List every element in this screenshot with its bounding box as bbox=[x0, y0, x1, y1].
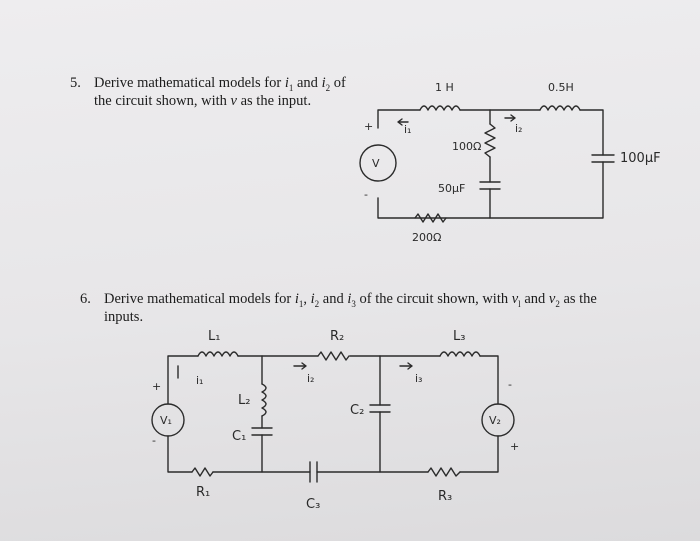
problem-5-number: 5. bbox=[70, 75, 81, 91]
p5-source-plus: + bbox=[364, 120, 373, 133]
p6-label-l1: L₁ bbox=[208, 329, 220, 344]
p6-label-c1: C₁ bbox=[232, 429, 246, 444]
p6-resistor-r3 bbox=[427, 467, 461, 477]
p5-resistor-100 bbox=[484, 123, 496, 158]
p5-label-l2: 0.5H bbox=[548, 81, 574, 94]
p6-label-v2: V₂ bbox=[489, 414, 501, 427]
p5-wire-left-top bbox=[377, 109, 421, 129]
p6-arrow-i2 bbox=[293, 362, 307, 370]
p6-label-l2: L₂ bbox=[238, 393, 250, 408]
p6-capacitor-c2 bbox=[369, 404, 391, 413]
p6-inductor-l3 bbox=[439, 351, 481, 357]
p6-wire-top-right bbox=[479, 355, 499, 405]
p5-label-i2: i₂ bbox=[515, 122, 522, 135]
p6-label-v1: V₁ bbox=[160, 414, 172, 427]
p5-source-label: V bbox=[372, 157, 380, 170]
p5-source-minus: - bbox=[364, 188, 368, 201]
p6-v2-minus: - bbox=[508, 378, 512, 391]
p6-resistor-r2 bbox=[317, 351, 350, 361]
p6-label-r2: R₂ bbox=[330, 329, 344, 344]
p6-resistor-r1 bbox=[191, 467, 214, 477]
problem-6-number: 6. bbox=[80, 291, 91, 307]
p5-inductor-1h bbox=[419, 105, 461, 111]
p5-wire-top-right bbox=[579, 109, 604, 156]
p6-label-r3: R₃ bbox=[438, 489, 452, 504]
p6-v2-plus: + bbox=[510, 440, 519, 453]
p6-label-c2: C₂ bbox=[350, 403, 364, 418]
p6-label-i3: i₃ bbox=[415, 372, 422, 385]
problem-6-line-1: 6.Derive mathematical models for i1, i2 … bbox=[80, 291, 597, 309]
p6-capacitor-c1 bbox=[251, 427, 273, 436]
p6-v1-minus: - bbox=[152, 434, 156, 447]
p5-inductor-05h bbox=[539, 105, 581, 111]
p5-resistor-200 bbox=[414, 213, 447, 223]
p6-v1-plus: + bbox=[152, 380, 161, 393]
p5-voltage-source bbox=[359, 144, 397, 182]
p6-label-c3: C₃ bbox=[306, 497, 320, 512]
p5-label-c2: 100μF bbox=[620, 151, 661, 166]
problem-5-line-1: 5.Derive mathematical models for i1 and … bbox=[70, 75, 346, 93]
p5-label-r1: 100Ω bbox=[452, 140, 481, 153]
p5-label-r2: 200Ω bbox=[412, 231, 441, 244]
p6-capacitor-c3 bbox=[309, 461, 318, 483]
problem-6-line-2: inputs. bbox=[104, 309, 144, 325]
p6-label-r1: R₁ bbox=[196, 485, 210, 500]
p5-label-i1: i₁ bbox=[404, 123, 411, 136]
p5-label-c1: 50μF bbox=[438, 182, 465, 195]
p6-label-i1: i₁ bbox=[196, 374, 203, 387]
problem-5-line-2: the circuit shown, with v as the input. bbox=[94, 93, 312, 109]
p6-wire-right-bot bbox=[459, 435, 499, 473]
p5-arrow-i1 bbox=[397, 118, 409, 126]
p6-label-i2: i₂ bbox=[307, 372, 314, 385]
p6-inductor-l1 bbox=[197, 351, 239, 357]
p6-wire-left-bot bbox=[167, 435, 193, 473]
p5-label-l1: 1 H bbox=[435, 81, 454, 94]
p6-arrow-i3 bbox=[399, 362, 413, 370]
p6-inductor-l2 bbox=[261, 383, 267, 417]
p6-label-l3: L₃ bbox=[453, 329, 465, 344]
p6-wire-left bbox=[167, 355, 199, 405]
p5-arrow-i2 bbox=[504, 114, 516, 122]
